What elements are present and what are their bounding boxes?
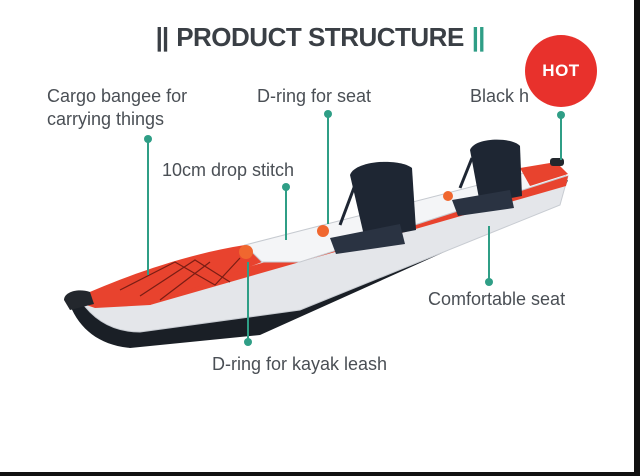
- label-cargo-line-2: carrying things: [47, 109, 165, 129]
- stern-handle-icon: [550, 158, 564, 166]
- rear-seat-icon: [452, 139, 522, 216]
- leader-dot-d-ring-seat: [324, 110, 332, 118]
- leader-line-cargo: [147, 140, 149, 275]
- d-ring-seat-rear-icon: [443, 191, 453, 201]
- bow-handle-icon: [64, 290, 94, 310]
- leader-dot-comfortable-seat: [485, 278, 493, 286]
- leader-dot-drop-stitch: [282, 183, 290, 191]
- page-title: ||PRODUCT STRUCTURE||: [0, 22, 640, 53]
- d-ring-seat-icon: [317, 225, 329, 237]
- label-cargo-bungee: Cargo bangee for carrying things: [47, 85, 187, 131]
- leader-line-drop-stitch: [285, 190, 287, 240]
- title-text: PRODUCT STRUCTURE: [176, 22, 464, 52]
- hot-badge[interactable]: HOT: [525, 35, 597, 107]
- label-cargo-line-1: Cargo bangee for: [47, 86, 188, 106]
- leader-dot-black-handle: [557, 111, 565, 119]
- cargo-bungee-cords: [119, 257, 241, 301]
- label-drop-stitch: 10cm drop stitch: [162, 160, 295, 180]
- bow-deck: [72, 245, 262, 308]
- stern-deck: [520, 162, 568, 186]
- title-bars-right-icon: ||: [471, 22, 486, 52]
- d-ring-leash-icon: [239, 245, 253, 259]
- leader-line-d-ring-seat: [327, 116, 329, 224]
- label-black-handle: Black h: [470, 86, 530, 106]
- frame-border-right: [634, 0, 640, 476]
- front-seat-icon: [330, 161, 416, 254]
- label-comfortable-seat: Comfortable seat: [428, 289, 566, 309]
- leader-dot-cargo: [144, 135, 152, 143]
- leader-line-black-handle: [560, 118, 562, 160]
- leader-dot-d-ring-leash: [244, 338, 252, 346]
- leader-line-comfortable-seat: [488, 226, 490, 282]
- title-bars-left-icon: ||: [155, 22, 170, 52]
- label-d-ring-leash: D-ring for kayak leash: [212, 354, 388, 374]
- label-d-ring-seat: D-ring for seat: [257, 86, 372, 106]
- leader-line-d-ring-leash: [247, 262, 249, 342]
- frame-border-bottom: [0, 472, 640, 476]
